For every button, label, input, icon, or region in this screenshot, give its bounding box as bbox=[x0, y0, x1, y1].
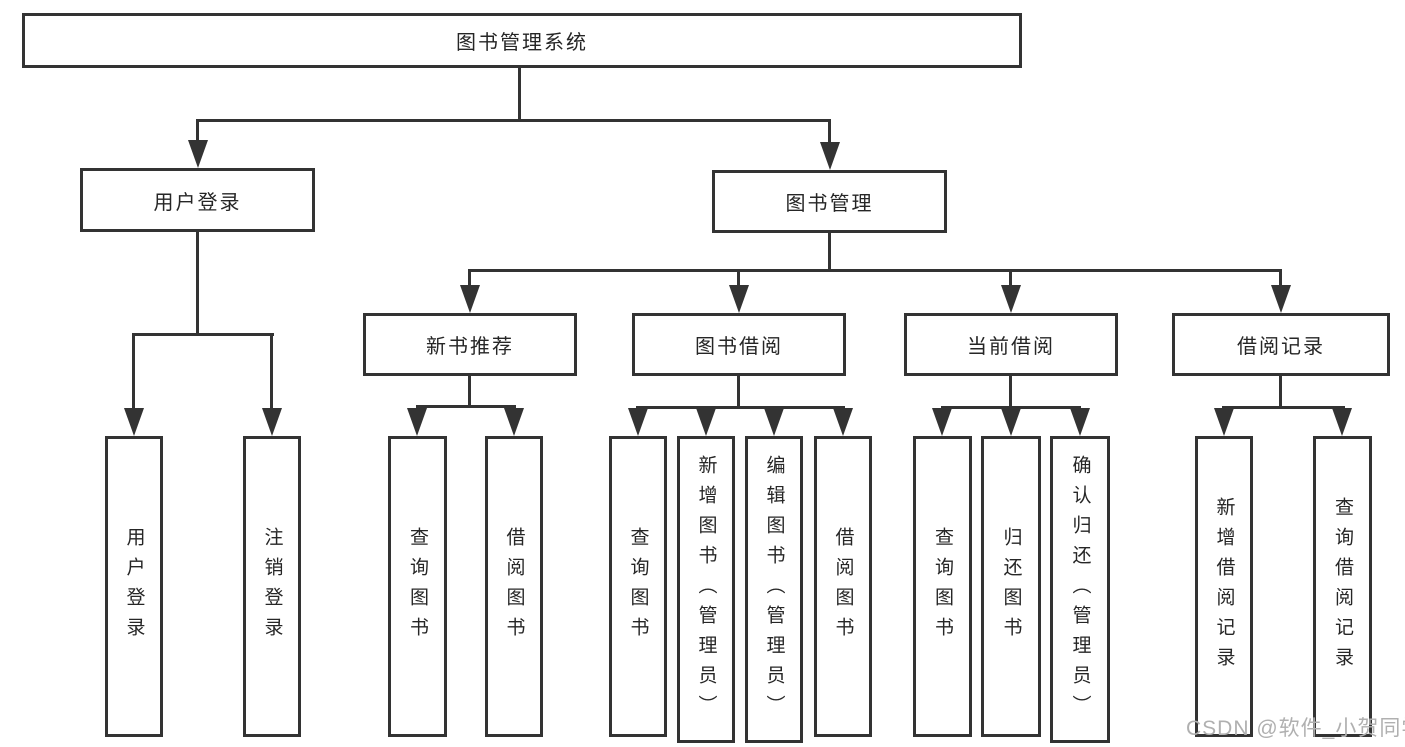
leaf-add-books-admin: 新增图书（管理员） bbox=[677, 436, 735, 743]
arrowhead-icon bbox=[124, 408, 144, 436]
connector-line bbox=[941, 406, 1081, 409]
leaf-logout: 注销登录 bbox=[243, 436, 301, 737]
node-current-borrowing: 当前借阅 bbox=[904, 313, 1118, 376]
leaf-return-books: 归还图书 bbox=[981, 436, 1041, 737]
arrowhead-icon bbox=[407, 408, 427, 436]
leaf-confirm-return-admin: 确认归还（管理员） bbox=[1050, 436, 1110, 743]
arrowhead-icon bbox=[729, 285, 749, 313]
node-book-borrowing: 图书借阅 bbox=[632, 313, 846, 376]
connector-line bbox=[196, 119, 199, 142]
arrowhead-icon bbox=[504, 408, 524, 436]
connector-line bbox=[416, 405, 516, 408]
connector-line bbox=[468, 269, 1282, 272]
node-borrowing-records: 借阅记录 bbox=[1172, 313, 1390, 376]
arrowhead-icon bbox=[1214, 408, 1234, 436]
leaf-user-login: 用户登录 bbox=[105, 436, 163, 737]
connector-line bbox=[468, 376, 471, 407]
arrowhead-icon bbox=[1001, 408, 1021, 436]
connector-line bbox=[196, 119, 831, 122]
leaf-edit-books-admin: 编辑图书（管理员） bbox=[745, 436, 803, 743]
node-book-management: 图书管理 bbox=[712, 170, 947, 233]
connector-line bbox=[1009, 270, 1012, 287]
connector-line bbox=[1279, 270, 1282, 287]
connector-line bbox=[196, 229, 199, 335]
arrowhead-icon bbox=[833, 408, 853, 436]
csdn-watermark: CSDN @软件_小贺同学 bbox=[1186, 717, 1405, 740]
arrowhead-icon bbox=[696, 408, 716, 436]
leaf-borrow-books-recommend: 借阅图书 bbox=[485, 436, 543, 737]
arrowhead-icon bbox=[932, 408, 952, 436]
arrowhead-icon bbox=[262, 408, 282, 436]
arrowhead-icon bbox=[764, 408, 784, 436]
connector-line bbox=[1009, 376, 1012, 408]
leaf-search-books-borrowing: 查询图书 bbox=[609, 436, 667, 737]
arrowhead-icon bbox=[460, 285, 480, 313]
connector-line bbox=[828, 119, 831, 144]
connector-line bbox=[132, 333, 135, 412]
node-library-management-system: 图书管理系统 bbox=[22, 13, 1022, 68]
arrowhead-icon bbox=[1271, 285, 1291, 313]
leaf-borrow-books: 借阅图书 bbox=[814, 436, 872, 737]
connector-line bbox=[1222, 406, 1345, 409]
leaf-search-books-recommend: 查询图书 bbox=[388, 436, 447, 737]
connector-line bbox=[828, 231, 831, 272]
connector-line bbox=[270, 333, 273, 412]
arrowhead-icon bbox=[628, 408, 648, 436]
arrowhead-icon bbox=[1001, 285, 1021, 313]
leaf-add-borrow-record: 新增借阅记录 bbox=[1195, 436, 1253, 737]
arrowhead-icon bbox=[1332, 408, 1352, 436]
leaf-search-books-current: 查询图书 bbox=[913, 436, 972, 737]
arrowhead-icon bbox=[820, 142, 840, 170]
connector-line bbox=[518, 65, 521, 121]
arrowhead-icon bbox=[1070, 408, 1090, 436]
leaf-query-borrow-record: 查询借阅记录 bbox=[1313, 436, 1372, 737]
connector-line bbox=[468, 270, 471, 287]
connector-line bbox=[1279, 376, 1282, 408]
connector-line bbox=[737, 376, 740, 408]
node-new-book-recommendation: 新书推荐 bbox=[363, 313, 577, 376]
connector-line bbox=[636, 406, 845, 409]
connector-line bbox=[737, 270, 740, 287]
arrowhead-icon bbox=[188, 140, 208, 168]
connector-line bbox=[132, 333, 274, 336]
node-user-login: 用户登录 bbox=[80, 168, 315, 232]
